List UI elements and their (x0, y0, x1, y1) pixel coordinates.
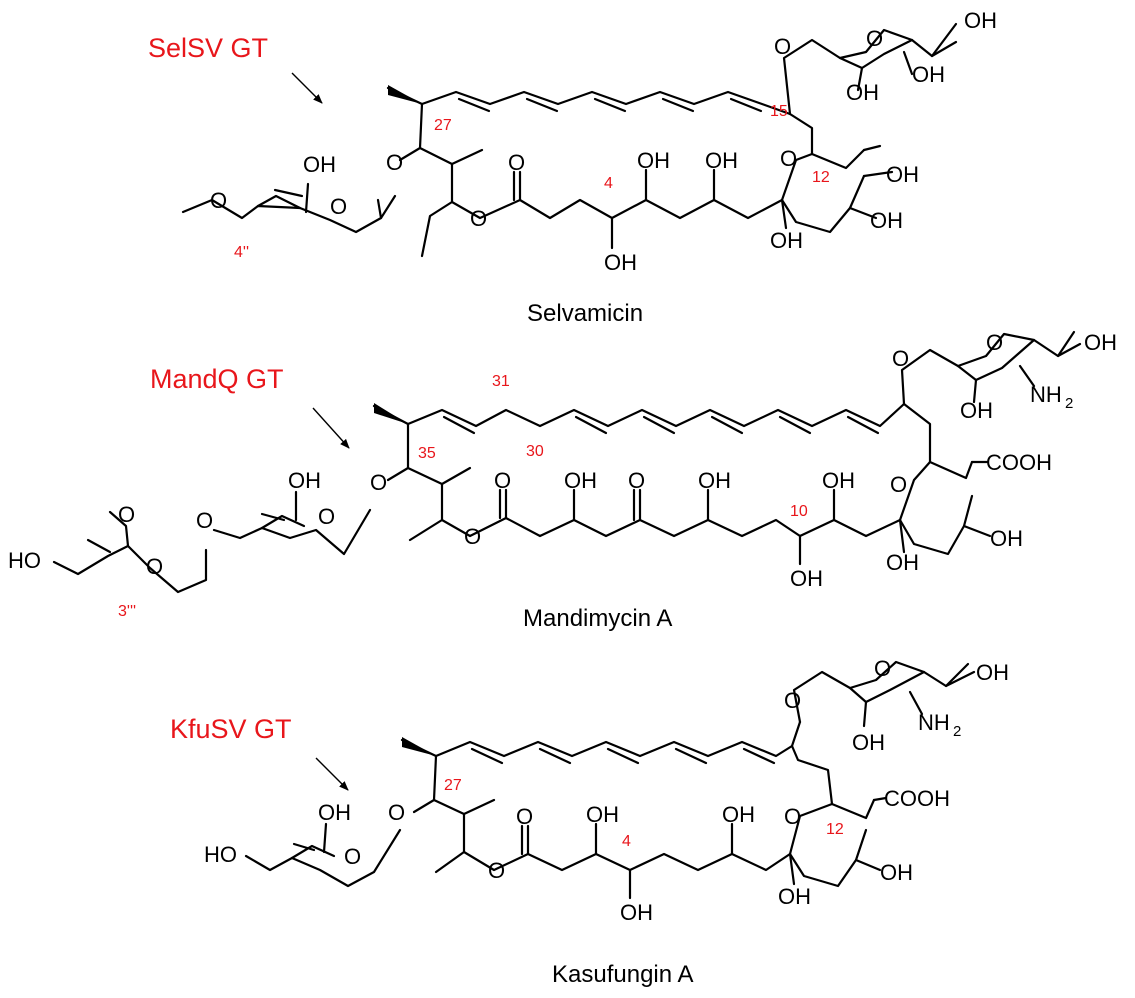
oh-b: OH (705, 148, 738, 173)
kfusv-gt-label: KfuSV GT (170, 714, 292, 744)
sugar1-oh: OH (303, 152, 336, 177)
pos-31: 31 (492, 373, 510, 390)
sugar-right-1: O O OH OH OH (774, 8, 997, 116)
aminosugar3-oh-b: OH (852, 730, 885, 755)
kasufungin-panel: KfuSV GT HO OH O O (170, 656, 1009, 988)
sugar2-oh-b: OH (912, 62, 945, 87)
glycosidic-o-3b: O (784, 688, 801, 713)
pos-27-3: 27 (444, 777, 462, 794)
oh-2f: OH (990, 526, 1023, 551)
sugar2-oh-c: OH (846, 80, 879, 105)
aminosugar3-oh: OH (976, 660, 1009, 685)
sugar4-oh: OH (288, 468, 321, 493)
oh-2b: OH (698, 468, 731, 493)
kasufungin-name: Kasufungin A (552, 961, 693, 988)
oh-2a: OH (564, 468, 597, 493)
carbonyl-o: O (508, 150, 525, 175)
oh-2e: OH (886, 550, 919, 575)
oh-3e: OH (880, 860, 913, 885)
ho-a: HO (8, 548, 41, 573)
sugar-outer-2: HO O O 3''' (8, 502, 208, 620)
pos-4pp: 4'' (234, 244, 249, 261)
pos-15: 15 (770, 103, 788, 120)
oh-a: OH (637, 148, 670, 173)
oh-d: OH (770, 228, 803, 253)
ester-o-3: O (488, 858, 505, 883)
pyran-o: O (780, 146, 797, 171)
pyran-o-2: O (890, 472, 907, 497)
glycosidic-o-2: O (370, 470, 387, 495)
sugar5-ring-o: O (344, 844, 361, 869)
kfusv-arrow (315, 757, 349, 791)
methoxy-o: O (210, 188, 227, 213)
selsv-gt-label: SelSV GT (148, 33, 268, 63)
pos-4-3: 4 (622, 833, 631, 850)
oh-3c: OH (620, 900, 653, 925)
sugar-left-1: O OH O 4'' (181, 152, 397, 261)
aminosugar-3: O O OH OH NH 2 (784, 656, 1009, 755)
pyran-o-3: O (784, 804, 801, 829)
pos-4: 4 (604, 175, 613, 192)
oh-2c: OH (822, 468, 855, 493)
nh2-2: NH (1030, 382, 1062, 407)
selsv-arrow (291, 72, 323, 104)
mandq-arrow (312, 407, 350, 449)
oh-2d: OH (790, 566, 823, 591)
mandimycin-name: Mandimycin A (523, 605, 672, 632)
macrolactone-3: O O OH OH OH OH O COOH OH 27 4 12 (400, 720, 950, 925)
sugar1-ring-o: O (330, 194, 347, 219)
oh-3d: OH (778, 884, 811, 909)
carbonyl-o-3: O (516, 804, 533, 829)
methoxy-o-2: O (118, 502, 135, 527)
aminosugar-oh: OH (1084, 330, 1117, 355)
selvamicin-name: Selvamicin (527, 300, 643, 327)
selvamicin-panel: SelSV GT O OH O 4'' O (148, 8, 997, 327)
sugar2-ring-o: O (866, 26, 883, 51)
macrolactone-1: O O OH OH OH OH O OH OH 27 15 12 4 (386, 85, 919, 275)
pos-30: 30 (526, 443, 544, 460)
nh2-3-sub: 2 (953, 723, 961, 740)
pos-27: 27 (434, 117, 452, 134)
sugar2-oh-a: OH (964, 8, 997, 33)
macrolactone-2: O O O OH OH OH OH OH O COOH OH 31 30 35 … (372, 373, 1052, 591)
aminosugar3-ring-o: O (874, 656, 891, 681)
glycosidic-o-1: O (386, 150, 403, 175)
sugar5-oh: OH (318, 800, 351, 825)
pos-3ppp: 3''' (118, 603, 136, 620)
oh-3b: OH (722, 802, 755, 827)
oh-3a: OH (586, 802, 619, 827)
mandimycin-panel: MandQ GT HO O O 3''' O OH O O (8, 330, 1117, 632)
glycosidic-o-2b: O (892, 346, 909, 371)
nh2-2-sub: 2 (1065, 395, 1073, 412)
ester-o-2: O (464, 524, 481, 549)
oh-f: OH (870, 208, 903, 233)
pos-12: 12 (812, 169, 830, 186)
glycosidic-o-3: O (388, 800, 405, 825)
sugar-left-3: HO OH O (204, 800, 402, 888)
sugar4-ring-o: O (318, 504, 335, 529)
sugar3-ring-o: O (146, 554, 163, 579)
aminosugar-ring-o: O (986, 330, 1003, 355)
ester-o: O (470, 206, 487, 231)
pos-12-3: 12 (826, 821, 844, 838)
aminosugar-oh-b: OH (960, 398, 993, 423)
aminosugar-2: O O OH OH NH 2 (892, 330, 1117, 423)
glycosidic-o-1b: O (774, 34, 791, 59)
sugar-middle-2: OH O (212, 468, 372, 556)
pos-35: 35 (418, 445, 436, 462)
pos-10: 10 (790, 503, 808, 520)
link-o-2: O (196, 508, 213, 533)
ketone-o-2: O (628, 468, 645, 493)
nh2-3: NH (918, 710, 950, 735)
mandq-gt-label: MandQ GT (150, 364, 284, 394)
oh-e: OH (886, 162, 919, 187)
carbonyl-o-2: O (494, 468, 511, 493)
cooh-3: COOH (884, 786, 950, 811)
ho-3: HO (204, 842, 237, 867)
oh-c: OH (604, 250, 637, 275)
cooh-2: COOH (986, 450, 1052, 475)
